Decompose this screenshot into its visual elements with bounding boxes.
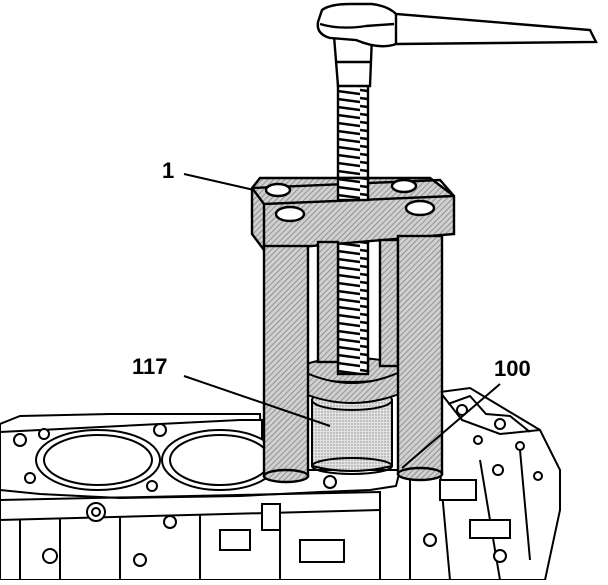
callout-100: 100	[401, 356, 531, 469]
leg-left-front	[262, 244, 310, 478]
callout-label-117: 117	[132, 354, 168, 379]
top-plate	[250, 176, 456, 252]
callout-117: 117	[132, 354, 331, 427]
leg-right-front	[396, 234, 444, 476]
callout-1: 1	[162, 158, 255, 191]
callout-label-1: 1	[162, 158, 174, 183]
component-117	[299, 357, 405, 475]
leg-right-back	[378, 238, 400, 368]
callout-label-100: 100	[494, 356, 531, 381]
puller-tool	[250, 2, 598, 484]
leg-left-back	[316, 240, 340, 364]
